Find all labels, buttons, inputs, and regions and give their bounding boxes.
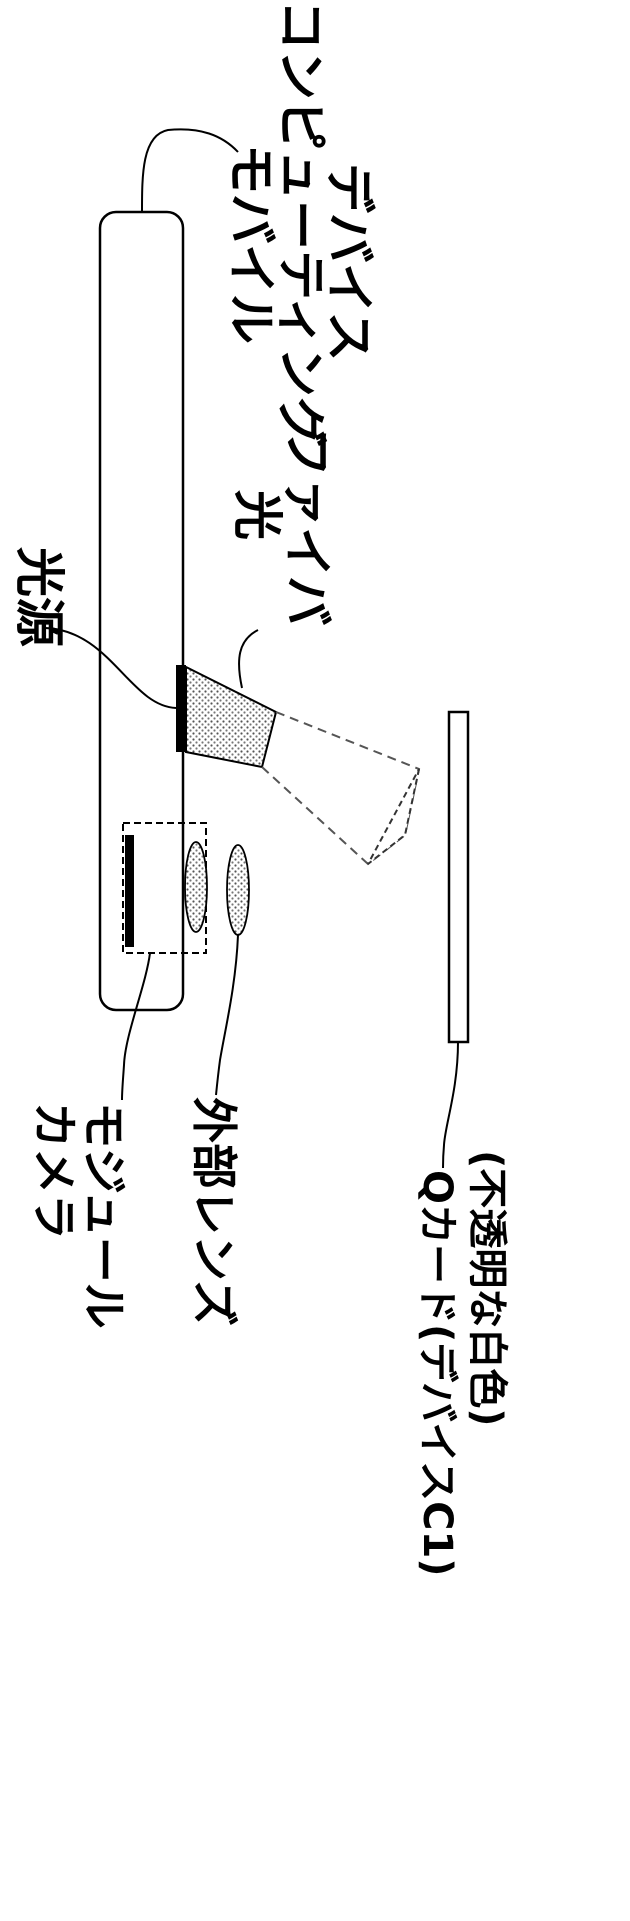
- external-lens-inner: [185, 842, 207, 932]
- camera-sensor: [125, 835, 134, 947]
- optical-fiber: [186, 667, 276, 767]
- leader-external-lens: [216, 935, 238, 1095]
- label-optical-fiber-line1: 光: [228, 490, 286, 540]
- label-mobile-device-line3: デバイス: [320, 163, 378, 362]
- label-camera-module-line1: カメラ: [27, 1102, 81, 1240]
- label-light-source: 光源: [10, 547, 68, 647]
- leader-camera-module: [122, 953, 150, 1100]
- qcard: [449, 712, 468, 1042]
- label-camera-module-line2: モジュール: [77, 1102, 131, 1329]
- label-optical-fiber-line2: ファイバ: [278, 427, 336, 626]
- label-qcard-line1: Qカード(デバイスC1): [414, 1170, 460, 1577]
- external-lens-outer: [227, 845, 249, 935]
- mobile-device-body: [100, 212, 183, 1010]
- label-external-lens: 外部レンズ: [187, 1097, 241, 1326]
- prism: [368, 769, 419, 864]
- label-mobile-device-line1: モバイル: [222, 144, 280, 344]
- leader-qcard: [443, 1042, 458, 1168]
- leader-optical-fiber: [239, 630, 258, 688]
- light-source: [176, 665, 186, 752]
- label-qcard-line2: (不透明な白色): [464, 1150, 510, 1427]
